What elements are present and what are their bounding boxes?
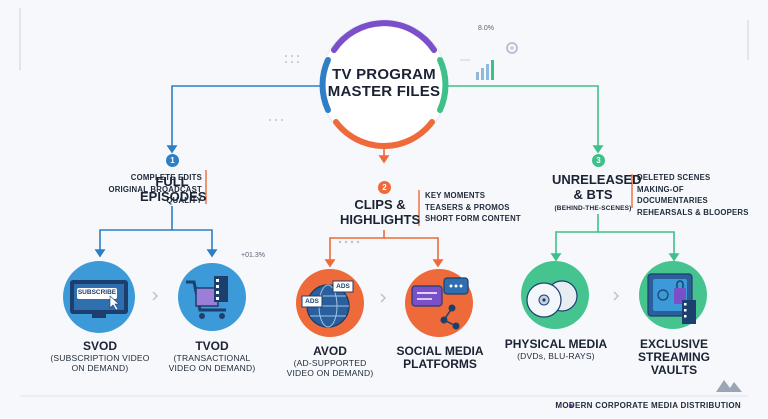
vault-icon	[639, 261, 707, 329]
disc-icon	[521, 261, 589, 329]
channel-svod: SVOD (SUBSCRIPTION VIDEO ON DEMAND)	[50, 339, 150, 374]
footer-caption: MODERN CORPORATE MEDIA DISTRIBUTION	[555, 401, 741, 410]
mini-bar-chart-icon	[476, 60, 494, 80]
hub-title: TV PROGRAM MASTER FILES	[327, 66, 441, 100]
chevron-right-icon	[152, 291, 620, 303]
gear-icon	[506, 42, 518, 54]
background-decor	[19, 8, 749, 70]
channel-social-media: SOCIAL MEDIA PLATFORMS	[396, 344, 484, 371]
category-desc-full-episodes: COMPLETE EDITS ORIGINAL BROADCAST QUALIT…	[108, 173, 202, 205]
ads-label-1: ADS	[305, 298, 319, 305]
category-title-clips-highlights: CLIPS & HIGHLIGHTS	[340, 197, 421, 227]
hub-stat: 8.0%	[478, 25, 494, 32]
footer-bullet-icon	[569, 404, 573, 408]
globe-ads-icon	[296, 269, 364, 337]
logo-icon	[716, 380, 742, 392]
connector-orange	[324, 148, 444, 268]
channel-exclusive-vaults: EXCLUSIVE STREAMING VAULTS	[638, 337, 710, 377]
category-badge-3: 3	[592, 154, 605, 167]
tvod-stat: +01.3%	[241, 252, 265, 259]
social-share-icon	[405, 269, 473, 337]
subscribe-button-graphic: SUBSCRIBE	[77, 289, 117, 296]
channel-physical-media: PHYSICAL MEDIA (DVDs, BLU-RAYS)	[504, 337, 608, 362]
channel-avod: AVOD (AD-SUPPORTED VIDEO ON DEMAND)	[286, 344, 374, 379]
category-desc-unreleased: DELETED SCENES MAKING-OF DOCUMENTARIES R…	[637, 173, 749, 217]
connector-blue	[94, 85, 320, 258]
channel-tvod: TVOD (TRANSACTIONAL VIDEO ON DEMAND)	[168, 339, 256, 374]
category-badge-2: 2	[378, 181, 391, 194]
category-subtitle-bts: (BEHIND-THE-SCENES)	[554, 205, 632, 212]
category-title-full-episodes: FULL EPISODES	[140, 174, 207, 204]
connector-green	[448, 85, 680, 262]
svod-icon	[63, 261, 135, 333]
category-badge-1: 1	[166, 154, 179, 167]
dot-grid	[269, 55, 360, 244]
hub-ring	[319, 19, 449, 149]
category-desc-clips-highlights: KEY MOMENTS TEASERS & PROMOS SHORT FORM …	[425, 191, 521, 223]
shopping-cart-icon	[178, 263, 246, 331]
category-title-unreleased-bts: UNRELEASED & BTS	[552, 172, 642, 202]
ads-label-2: ADS	[336, 283, 350, 290]
